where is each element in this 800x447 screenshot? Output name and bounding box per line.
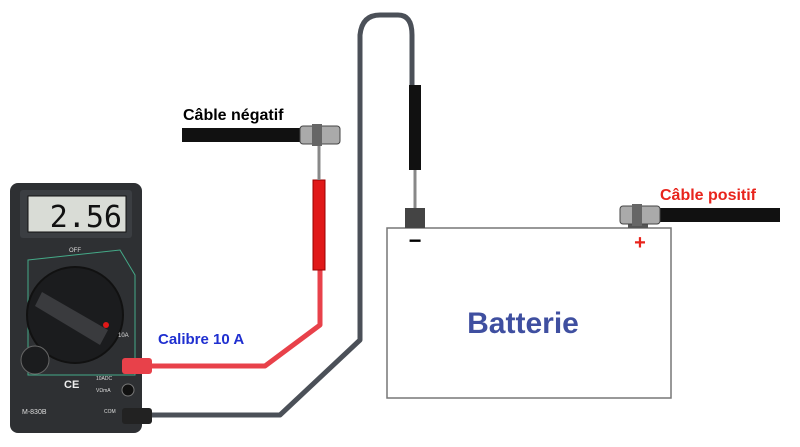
range-label: Calibre 10 A bbox=[158, 331, 244, 348]
battery bbox=[386, 227, 672, 399]
battery-label: Batterie bbox=[467, 307, 579, 340]
dial-knob[interactable] bbox=[35, 292, 108, 345]
clamp-bolt bbox=[632, 204, 642, 226]
port-com[interactable] bbox=[122, 408, 152, 424]
positive-cable-label: Câble positif bbox=[660, 187, 757, 204]
multimeter-display bbox=[27, 195, 127, 233]
multimeter-ce: CE bbox=[64, 379, 79, 391]
multimeter-model: M-830B bbox=[22, 409, 47, 416]
port-v-label: VΩmA bbox=[96, 388, 111, 394]
red-wire bbox=[150, 270, 323, 369]
multimeter bbox=[10, 183, 152, 433]
port-vohm[interactable] bbox=[121, 383, 135, 397]
dial-indicator bbox=[103, 322, 109, 328]
negative-cable bbox=[182, 128, 302, 142]
minus-sign: − bbox=[409, 228, 422, 253]
multimeter-off: OFF bbox=[69, 248, 81, 254]
port-10a-label: 10ADC bbox=[96, 376, 113, 382]
plus-sign: + bbox=[634, 232, 646, 254]
port-10a[interactable] bbox=[122, 358, 152, 374]
black-probe bbox=[409, 85, 421, 170]
multimeter-10a: 10A bbox=[118, 333, 129, 339]
clamp-bolt bbox=[312, 124, 322, 146]
port-com-label: COM bbox=[104, 409, 116, 415]
red-probe bbox=[312, 179, 326, 271]
gray-wire bbox=[150, 12, 415, 418]
transistor-socket bbox=[20, 345, 50, 375]
multimeter-reading: 2.56 bbox=[50, 200, 122, 235]
negative-cable-label: Câble négatif bbox=[183, 107, 284, 124]
positive-cable bbox=[655, 208, 780, 222]
negative-terminal bbox=[405, 208, 425, 228]
